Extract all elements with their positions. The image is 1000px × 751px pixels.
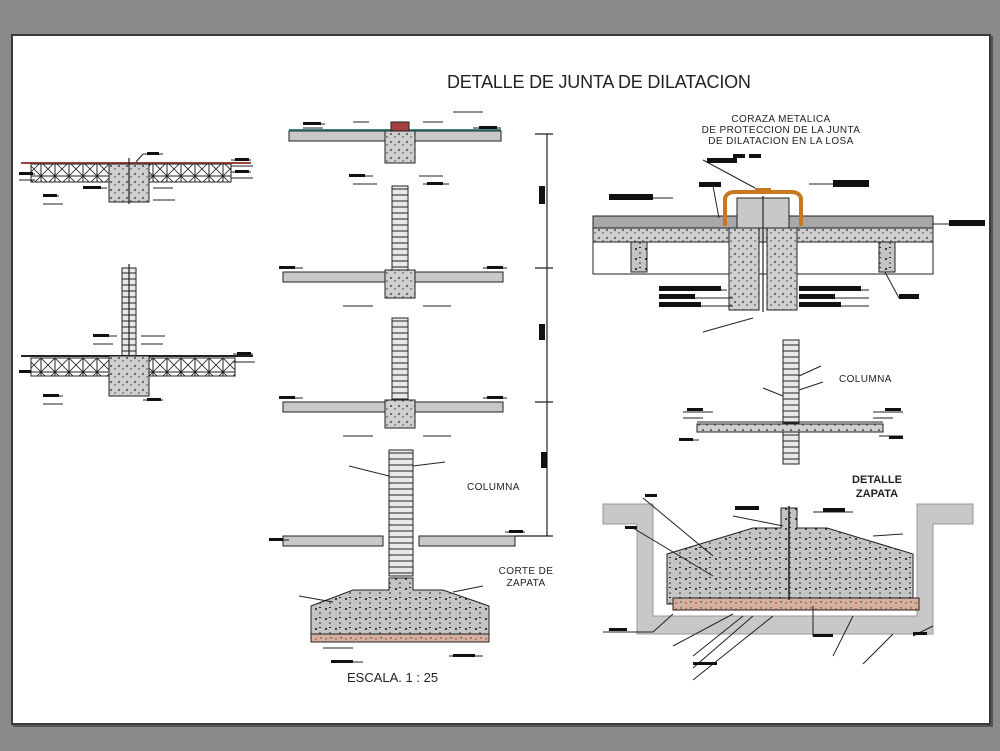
left-slab-detail-top [19,152,253,205]
cad-drawing [19,111,985,681]
right-joint-detail [592,154,985,333]
corte-label-line1: CORTE DE [498,566,554,577]
right-footing-detail [602,494,974,681]
detalle-zapata-line2: ZAPATA [855,488,899,500]
drawing-title: DETALLE DE JUNTA DE DILATACION [447,72,751,92]
right-column-detail [679,339,903,465]
detalle-zapata-line1: DETALLE [852,474,902,486]
coraza-label-line2: DE PROTECCION DE LA JUNTA [701,125,861,136]
coraza-label-line1: CORAZA METALICA [731,114,831,125]
coraza-label-line3: DE DILATACION EN LA LOSA [708,136,854,147]
left-column-slab-detail [19,264,255,405]
columna-label-center: COLUMNA [467,482,520,493]
center-storey-section [269,111,553,663]
columna-label-right: COLUMNA [839,374,892,385]
corte-label-line2: ZAPATA [506,578,546,589]
scale-label: ESCALA. 1 : 25 [347,670,439,685]
drawing-sheet: DETALLE DE JUNTA DE DILATACION CORAZA ME… [11,34,991,725]
